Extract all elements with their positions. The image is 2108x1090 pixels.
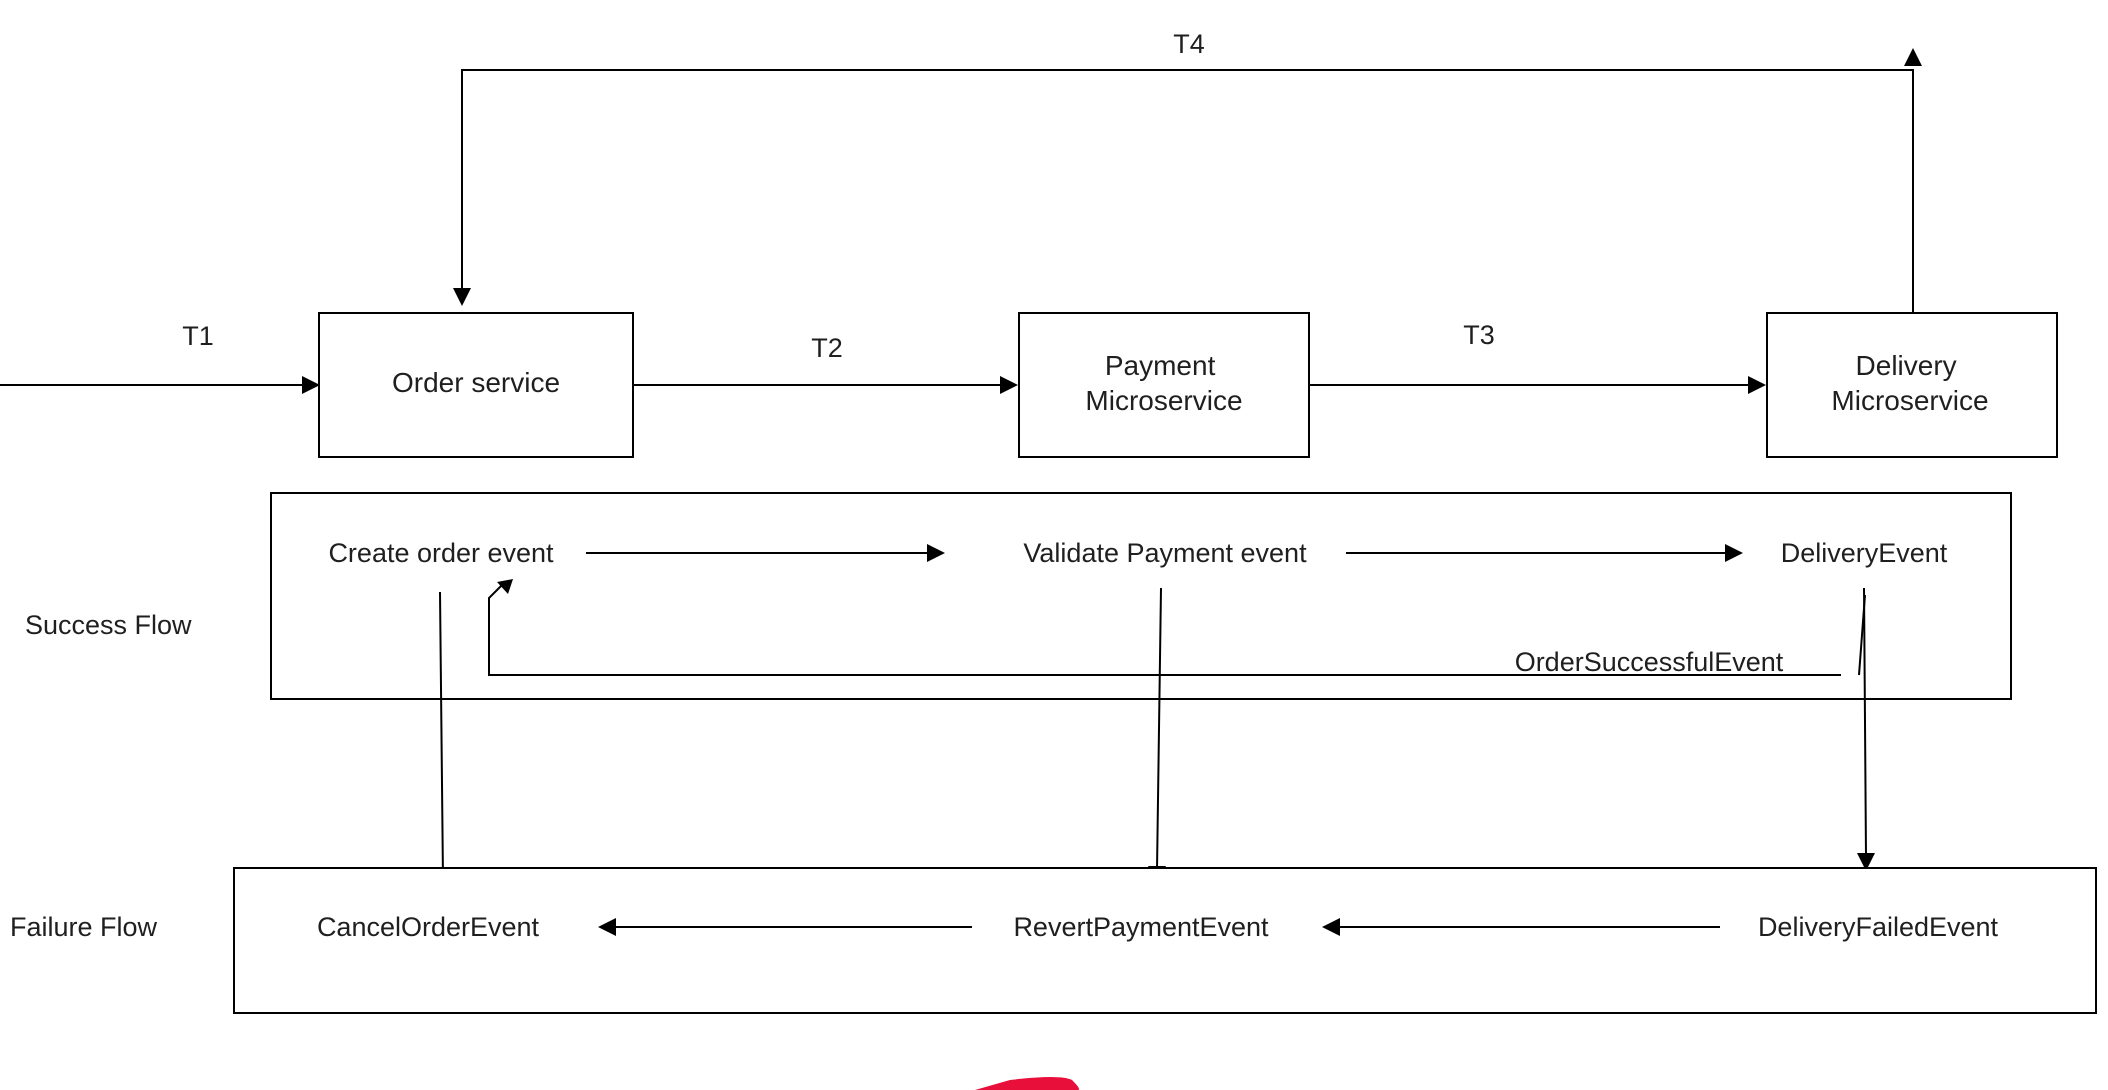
edge-label-t3: T3	[1463, 320, 1495, 350]
success-flow-label: Success Flow	[25, 610, 192, 640]
delivery-to-failed-arrow	[1863, 587, 1867, 858]
failure-arrow-2-head	[1322, 918, 1340, 936]
delivery-microservice-label: Delivery Microservice	[1831, 350, 1988, 416]
edge-t4-arrowhead-up	[1904, 48, 1922, 66]
validate-to-revert-arrow	[1156, 587, 1162, 871]
success-flow-container	[270, 492, 2012, 700]
delivery-microservice-node	[1766, 312, 2058, 458]
edge-t1-arrowhead	[302, 376, 320, 394]
edge-t4-arrowhead-down	[453, 288, 471, 306]
payment-microservice-label: Payment Microservice	[1085, 350, 1242, 416]
edge-t3-arrowhead	[1748, 376, 1766, 394]
payment-microservice-node	[1018, 312, 1310, 458]
delivery-to-failed-head	[1857, 853, 1875, 871]
edge-t4	[461, 69, 1914, 312]
success-arrow-2-head	[1725, 544, 1743, 562]
validate-payment-event: Validate Payment event	[1023, 538, 1307, 568]
create-to-cancel-arrow	[439, 591, 444, 881]
delivery-failed-event: DeliveryFailedEvent	[1758, 912, 1999, 942]
edge-t2-arrowhead	[1000, 376, 1018, 394]
create-order-event: Create order event	[328, 538, 554, 568]
edge-label-t1: T1	[182, 321, 214, 351]
red-cursor-mark	[975, 1077, 1080, 1090]
order-service-label: Order service	[392, 367, 560, 398]
failure-arrow-1-head	[598, 918, 616, 936]
cancel-order-event: CancelOrderEvent	[317, 912, 540, 942]
order-successful-event: OrderSuccessfulEvent	[1515, 647, 1784, 677]
success-arrow-1-head	[927, 544, 945, 562]
order-successful-return-path	[488, 583, 1841, 676]
order-service-node	[318, 312, 634, 458]
failure-flow-container	[233, 867, 2097, 1014]
order-successful-return-head	[497, 579, 513, 594]
edge-label-t4: T4	[1173, 29, 1205, 59]
revert-payment-event: RevertPaymentEvent	[1013, 912, 1269, 942]
failure-flow-label: Failure Flow	[10, 912, 158, 942]
delivery-event: DeliveryEvent	[1781, 538, 1948, 568]
edge-label-t2: T2	[811, 333, 843, 363]
